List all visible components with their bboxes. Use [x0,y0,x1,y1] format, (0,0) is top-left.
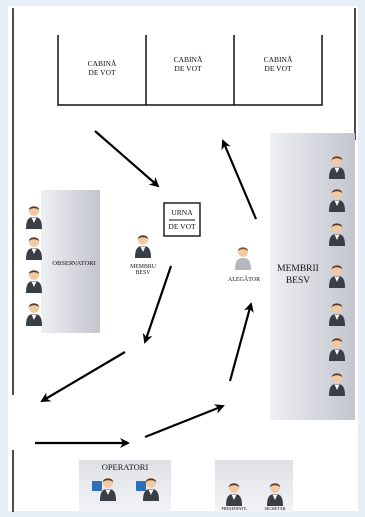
operators-label: OPERATORI [102,462,149,472]
booth-2-label-line1: CABINĂ [174,55,203,64]
voter: ALEGĂTOR [228,247,260,283]
observer-person-icons [26,206,42,326]
arrow-to-left [40,351,126,403]
arrow-to-ballot [94,130,160,188]
arrow-up-right [144,404,225,439]
booth-1-label-line2: DE VOT [88,68,116,77]
observers-label: OBSERVATORI [52,260,95,267]
besv-member-label-line2: BESV [136,270,152,276]
booth-1-label-line1: CABINĂ [88,59,117,68]
secretary-label: SECRETAR [264,506,285,511]
operator-icons [92,478,159,501]
arrow-up-to-voter [228,302,254,382]
president-label: PREȘEDINTE [221,506,247,511]
observers-area: OBSERVATORI [41,190,100,333]
besv-member-label-line1: MEMBRU [130,264,157,270]
besv-member: MEMBRU BESV [130,235,157,276]
flow-arrows [35,130,258,448]
ballot-box: URNA DE VOT [163,202,201,237]
booth-3-label-line1: CABINĂ [264,55,293,64]
besv-members-label-line1: MEMBRII [277,264,319,274]
ballot-box-label-line2: DE VOT [168,222,196,231]
besv-member-icon [135,235,151,258]
ballot-box-label-line1: URNA [171,208,193,217]
booth-3-label-line2: DE VOT [264,64,292,73]
arrow-down-from-member [142,265,173,344]
besv-members-label-line2: BESV [286,276,310,286]
voter-label: ALEGĂTOR [228,275,260,283]
arrow-to-booths [221,139,258,220]
booth-2-label-line2: DE VOT [174,64,202,73]
voting-booths: CABINĂ DE VOT CABINĂ DE VOT CABINĂ DE VO… [57,35,323,106]
besv-members-area: MEMBRII BESV [270,133,355,420]
